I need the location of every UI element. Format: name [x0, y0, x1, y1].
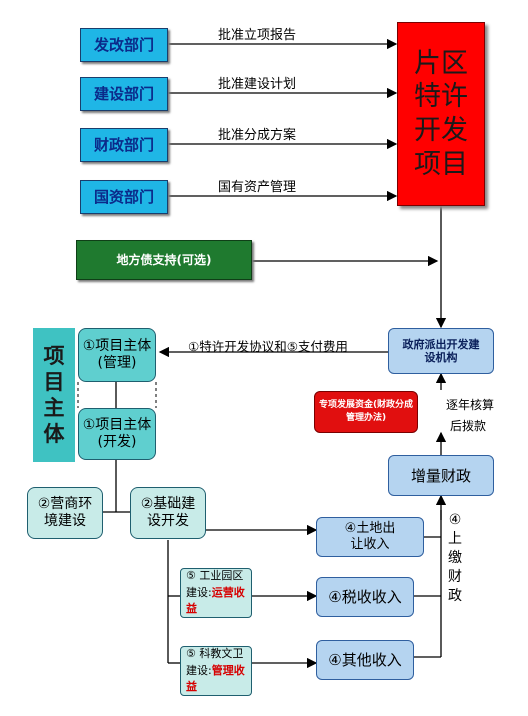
sci-edu-prefix: ⑤ 科教文卫建设:: [186, 647, 244, 677]
gov-agency-label: 政府派出开发建设机构: [402, 337, 480, 364]
dept-4-action: 国有资产管理: [218, 180, 297, 195]
land-revenue-box: ④土地出让收入: [316, 517, 424, 557]
special-fund-box: 专项发展资金(财政分成管理办法): [314, 391, 418, 433]
project-title: 片区特许开发项目: [414, 47, 468, 180]
land-revenue-label: ④土地出让收入: [344, 521, 396, 552]
subject-title: 项目主体: [43, 343, 65, 447]
business-env-label: ②营商环境建设: [37, 496, 93, 529]
other-revenue-box: ④其他收入: [316, 640, 414, 680]
agreement-label: ①特许开发协议和⑤支付费用: [188, 339, 348, 354]
tax-revenue-box: ④税收收入: [316, 577, 414, 617]
subject-develop-label: ①项目主体(开发): [82, 417, 152, 450]
industrial-park-prefix: ⑤ 工业园区建设:: [186, 569, 244, 599]
yearly-line-1: 逐年核算: [446, 398, 495, 412]
dept-guozi: 国资部门: [80, 180, 168, 214]
dept-fagai: 发改部门: [80, 28, 168, 62]
project-box: 片区特许开发项目: [397, 22, 485, 206]
industrial-park-highlight: 运营收益: [186, 585, 245, 616]
infrastructure-box: ②基础建设开发: [130, 487, 206, 539]
dept-caizheng: 财政部门: [80, 128, 168, 162]
business-env-box: ②营商环境建设: [27, 487, 103, 539]
gov-agency-box: 政府派出开发建设机构: [388, 328, 494, 374]
special-fund-label: 专项发展资金(财政分成管理办法): [318, 400, 414, 423]
subject-develop-box: ①项目主体(开发): [78, 408, 156, 460]
subject-title-box: 项目主体: [33, 328, 75, 462]
infrastructure-label: ②基础建设开发: [140, 496, 196, 529]
incremental-finance-box: 增量财政: [388, 455, 494, 496]
industrial-park-box: ⑤ 工业园区建设:运营收益: [180, 568, 252, 618]
sci-edu-box: ⑤ 科教文卫建设:管理收益: [180, 646, 252, 696]
dept-jianshe: 建设部门: [80, 77, 168, 111]
dept-2-action: 批准建设计划: [218, 77, 297, 92]
upper-finance-label: ④上缴财政: [448, 512, 462, 604]
local-debt-box: 地方债支持(可选): [76, 240, 252, 280]
subject-manage-box: ①项目主体(管理): [78, 328, 156, 382]
industrial-park-text: ⑤ 工业园区建设:运营收益: [186, 568, 250, 618]
sci-edu-text: ⑤ 科教文卫建设:管理收益: [186, 646, 250, 696]
dept-3-action: 批准分成方案: [218, 128, 297, 143]
subject-manage-label: ①项目主体(管理): [82, 338, 152, 371]
yearly-line-2: 后拨款: [450, 419, 487, 433]
dept-1-action: 批准立项报告: [218, 28, 297, 43]
sci-edu-highlight: 管理收益: [186, 663, 245, 694]
